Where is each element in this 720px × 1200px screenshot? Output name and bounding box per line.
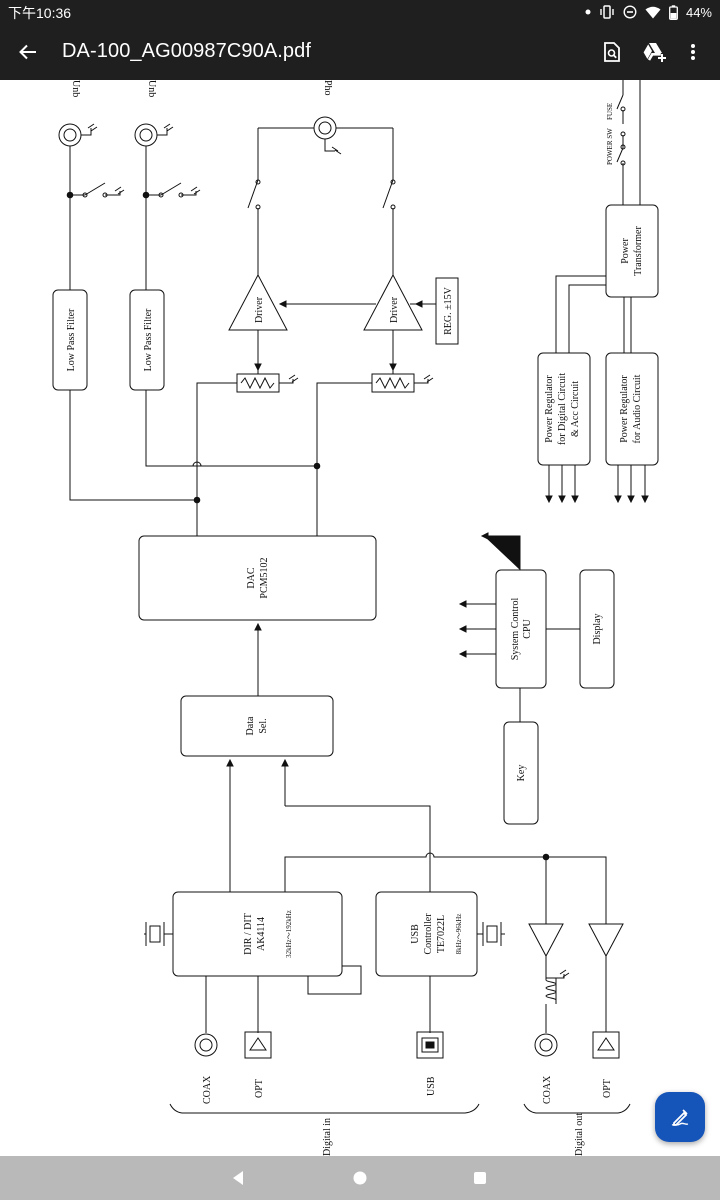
dac-label-1: DAC [246, 567, 257, 588]
key-label: Key [516, 765, 527, 782]
document-title: DA-100_AG00987C90A.pdf [62, 40, 312, 62]
notification-dot-icon [585, 9, 591, 15]
svg-text:Driver: Driver [254, 296, 265, 323]
reg-digital-label-1: Power Regulator [544, 375, 555, 443]
nav-recents-square-icon [474, 1172, 486, 1184]
datasel-label-1: Data [245, 716, 256, 735]
nav-back-triangle-icon [233, 1171, 243, 1185]
dac-block [138, 535, 377, 621]
output-label-1: Unb [70, 80, 81, 97]
output-opt-label: OPT [602, 1079, 613, 1098]
pdf-page[interactable]: Unb Unb Pho Low Pass Filter Low Pass Fil… [0, 80, 720, 1156]
dir-label-1: DIR / DIT [243, 913, 254, 955]
input-usb-label: USB [426, 1076, 437, 1096]
add-to-drive-icon [643, 43, 666, 62]
arrow-back-icon [19, 44, 36, 60]
reg-audio-label-1: Power Regulator [619, 375, 630, 443]
add-to-drive-button[interactable] [640, 37, 670, 67]
battery-icon [669, 4, 678, 20]
svg-text:Driver: Driver [389, 296, 400, 323]
driver-amp-1: Driver [228, 273, 288, 331]
cpu-label-1: System Control [510, 598, 521, 661]
digital-out-group-label: Digital out [574, 1113, 585, 1156]
vibrate-icon [599, 5, 615, 19]
lpf1-label: Low Pass Filter [66, 308, 77, 371]
wifi-icon [645, 6, 661, 19]
key-block [503, 721, 539, 825]
digital-in-group-label: Digital in [322, 1118, 333, 1156]
output-coax-label: COAX [542, 1075, 553, 1104]
nav-home-circle-icon [353, 1171, 367, 1185]
system-control-cpu [495, 569, 547, 689]
dir-label-2: AK4114 [256, 917, 267, 951]
more-vert-icon [691, 44, 695, 60]
usb-input-jack [416, 1031, 444, 1059]
output-label-3: Pho [322, 80, 333, 96]
optical-output-driver [588, 923, 624, 1059]
data-selector [180, 695, 334, 757]
digital-in-brace [169, 1103, 480, 1114]
nav-home-button[interactable] [348, 1166, 372, 1190]
more-options-button[interactable] [678, 37, 708, 67]
cpu-label-2: CPU [522, 618, 533, 638]
regulator-15v [435, 277, 459, 345]
status-bar: 下午10:36 44% [0, 0, 720, 24]
input-opt-label: OPT [254, 1079, 265, 1098]
input-coax-label: COAX [202, 1075, 213, 1104]
fuse-label: FUSE [606, 103, 614, 120]
display-label: Display [592, 613, 603, 644]
optical-input-jack [244, 1031, 272, 1059]
dac-label-2: PCM5102 [259, 557, 270, 598]
rca-jack-out-1 [58, 123, 98, 147]
coax-output-driver [528, 923, 570, 1057]
status-time: 下午10:36 [8, 5, 72, 21]
crystal-2 [477, 922, 505, 946]
coax-input-jack [194, 1033, 218, 1057]
digital-out-brace [523, 1103, 631, 1114]
power-transformer [605, 204, 659, 298]
volume-pot-2 [316, 373, 434, 536]
status-icons: 44% [585, 2, 712, 22]
driver-amp-2: Driver [363, 273, 423, 331]
usb-label-1: USB [410, 924, 421, 944]
crystal-1 [144, 922, 173, 946]
reg-digital-label-3: & Acc Circuit [570, 381, 581, 437]
nav-back-button[interactable] [226, 1166, 250, 1190]
power-regulator-audio [605, 352, 659, 466]
battery-percent: 44% [685, 4, 712, 20]
find-in-page-button[interactable] [597, 37, 627, 67]
usb-label-2: Controller [423, 913, 434, 955]
reg-audio-label-2: for Audio Circuit [632, 374, 643, 443]
annotate-fab-button[interactable] [655, 1092, 705, 1142]
find-in-page-icon [604, 42, 620, 62]
app-bar: DA-100_AG00987C90A.pdf [0, 24, 720, 80]
transformer-label-2: Transformer [633, 226, 644, 276]
back-button[interactable] [14, 38, 42, 66]
transformer-label-1: Power [620, 238, 631, 264]
rca-jack-out-2 [134, 123, 174, 147]
low-pass-filter-1 [52, 289, 88, 391]
lpf2-label: Low Pass Filter [143, 308, 154, 371]
reg-digital-label-2: for Digital Circuit [557, 373, 568, 445]
navigation-bar [0, 1156, 720, 1200]
low-pass-filter-2 [129, 289, 165, 391]
block-diagram: Unb Unb Pho Low Pass Filter Low Pass Fil… [52, 80, 659, 1156]
usb-label-3: TE7022L [436, 915, 447, 953]
reg-label: REG. ±15V [443, 286, 454, 334]
output-label-2: Unb [146, 80, 157, 97]
nav-recents-button[interactable] [468, 1166, 492, 1190]
edit-pen-icon [671, 1109, 689, 1126]
dir-label-3: 32kHz～192kHz [285, 910, 293, 958]
phone-jack [313, 116, 342, 155]
display-block [579, 569, 615, 689]
do-not-disturb-icon [623, 5, 637, 19]
datasel-label-2: Sel. [258, 718, 269, 733]
power-switch-label: POWER SW [606, 128, 614, 165]
power-regulator-digital [537, 352, 591, 466]
volume-pot-1 [196, 373, 299, 500]
usb-label-4: 8kHz～96kHz [455, 914, 463, 955]
